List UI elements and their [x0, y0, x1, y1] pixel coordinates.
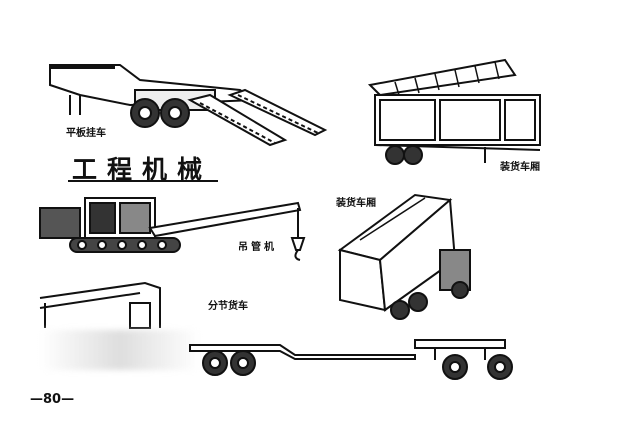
page-number: —80—	[30, 392, 75, 407]
caption-crane: 吊管机	[238, 242, 277, 253]
lowbed-trailer-illustration	[49, 64, 328, 147]
title-underline	[68, 180, 218, 182]
blurred-region	[40, 330, 200, 370]
caption-articulated-truck: 分节货车	[208, 301, 248, 312]
box-truck-closed-illustration	[337, 193, 471, 320]
caption-box-truck-side: 装货车厢	[336, 198, 376, 209]
caption-box-truck-top: 装货车厢	[500, 162, 540, 173]
crane-arm-fragment-illustration	[39, 281, 161, 329]
pipe-crane-illustration	[39, 197, 306, 261]
articulated-truck-illustration	[189, 339, 513, 380]
caption-lowbed-trailer: 平板挂车	[66, 128, 106, 139]
box-truck-open-illustration	[367, 58, 541, 165]
section-title: 工程机械	[72, 155, 213, 184]
